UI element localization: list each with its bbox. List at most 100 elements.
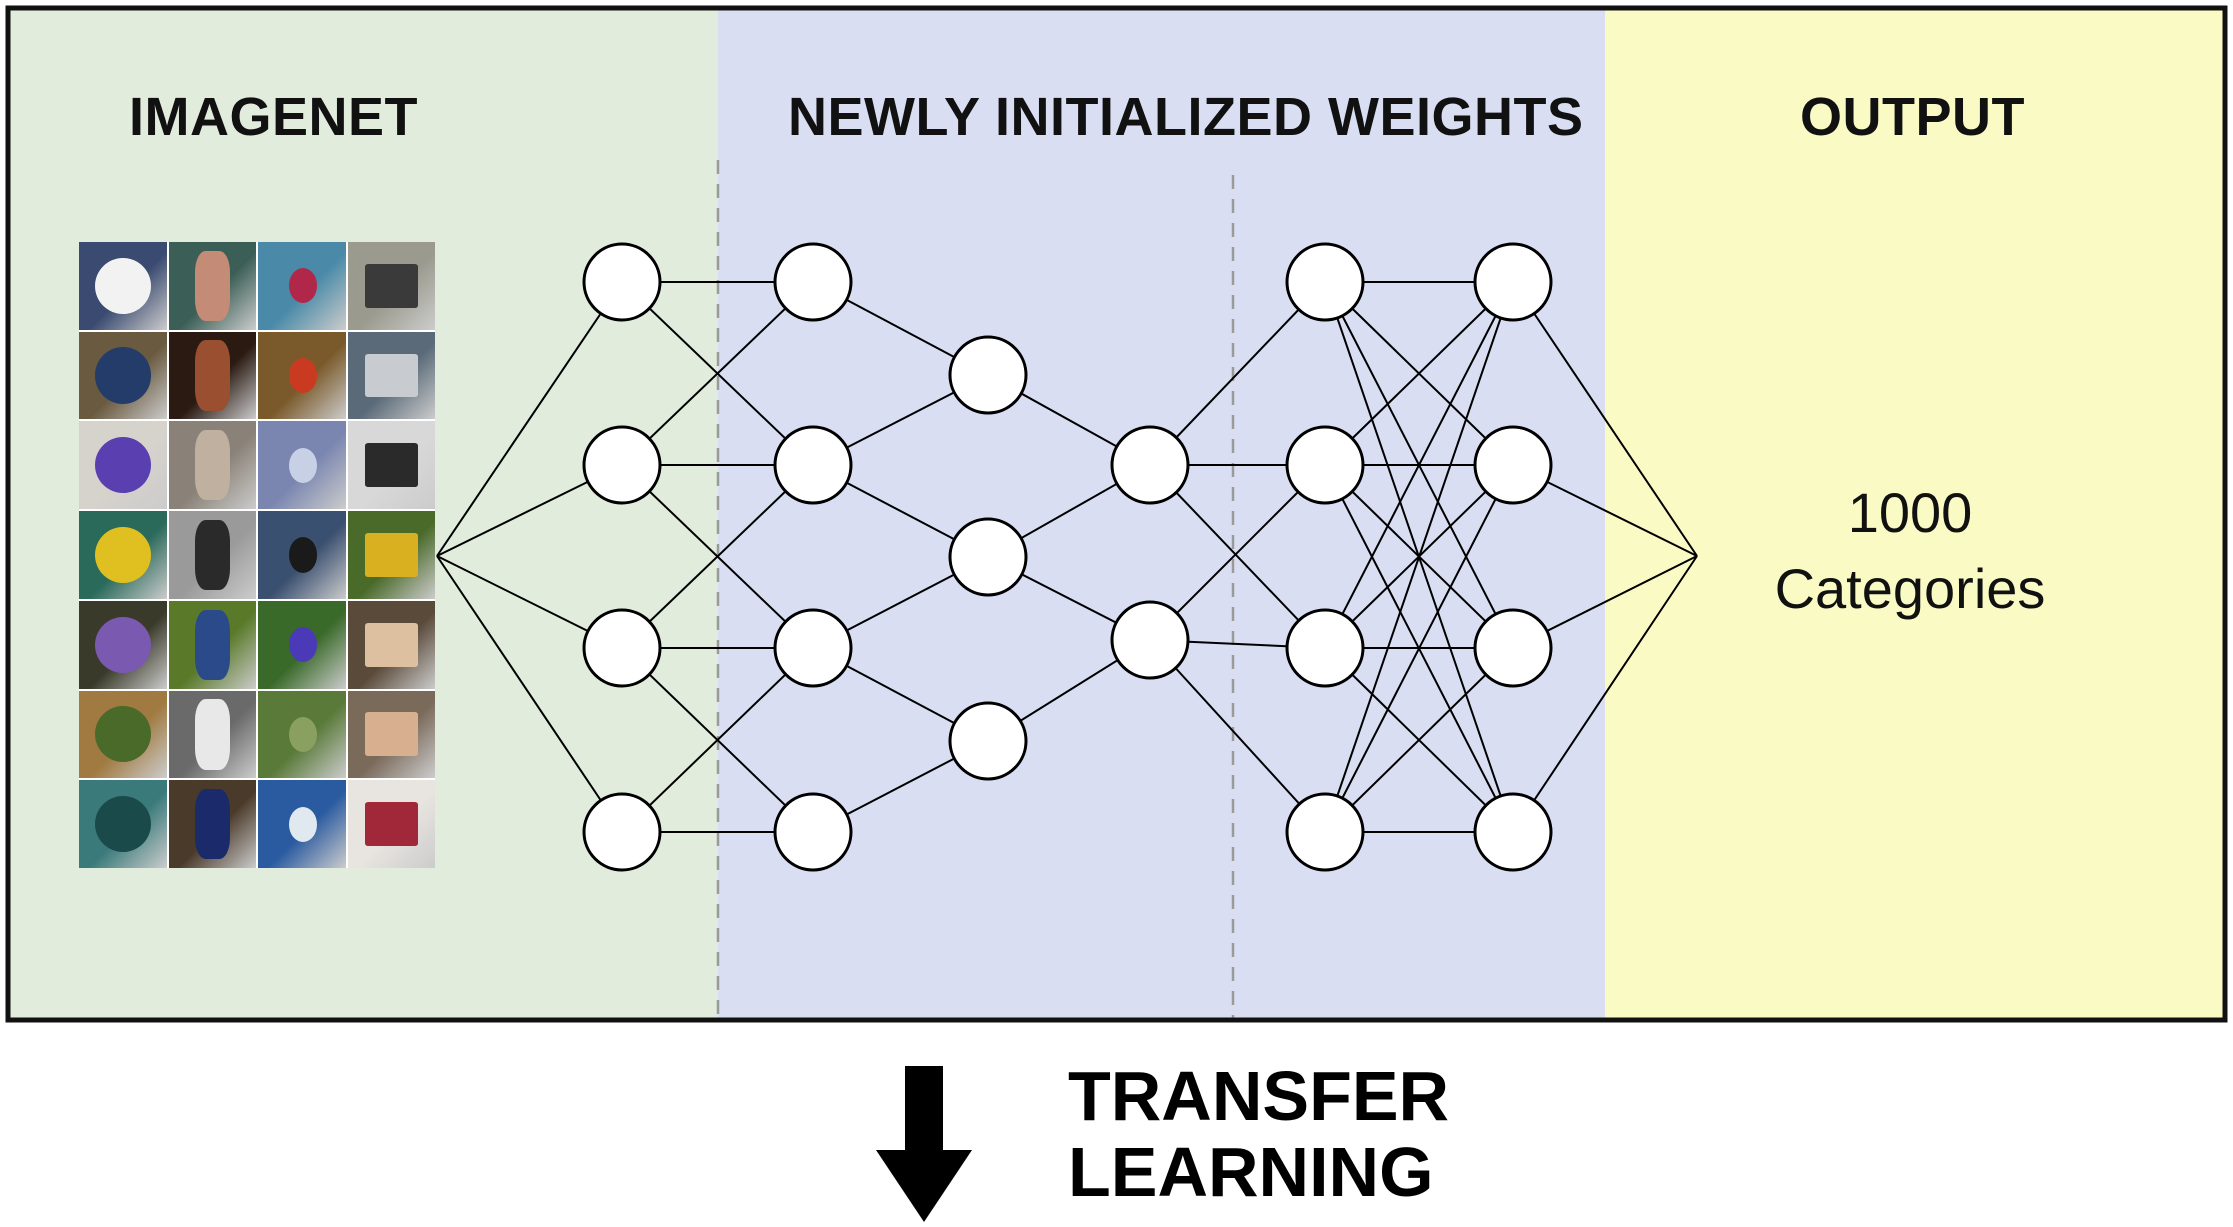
thumbnail-subject <box>365 263 418 308</box>
imagenet-sample-thumbnail <box>79 421 167 510</box>
thumbnail-subject <box>194 430 230 501</box>
network-connection <box>621 281 814 466</box>
imagenet-sample-thumbnail <box>258 242 346 330</box>
thumbnail-subject <box>365 622 418 667</box>
output-category-unit: Categories <box>1774 557 2046 620</box>
imagenet-sample-thumbnail <box>258 690 346 779</box>
thumbnail-subject <box>365 802 418 847</box>
imagenet-sample-thumbnail <box>79 511 167 599</box>
neuron-node <box>948 701 1028 781</box>
neuron-node <box>1110 425 1190 505</box>
neuron-node <box>948 335 1028 415</box>
thumbnail-subject <box>94 347 151 404</box>
thumbnail-subject <box>288 716 317 752</box>
imagenet-sample-thumbnail <box>79 242 167 330</box>
neuron-node <box>1473 792 1553 872</box>
neuron-node <box>773 242 853 322</box>
imagenet-sample-thumbnail <box>79 331 167 420</box>
network-connection <box>1149 639 1326 833</box>
neuron-node <box>582 425 662 505</box>
imagenet-sample-thumbnail <box>168 511 256 599</box>
imagenet-sample-thumbnail <box>168 421 256 510</box>
thumbnail-subject <box>194 609 230 680</box>
thumbnail-subject <box>94 526 151 584</box>
imagenet-sample-thumbnail <box>347 780 435 868</box>
output-connection <box>1512 281 1698 557</box>
output-title: OUTPUT <box>1800 87 2025 147</box>
thumbnail-subject <box>94 257 151 314</box>
thumbnail-subject <box>288 358 317 394</box>
imagenet-sample-thumbnail <box>347 331 435 420</box>
thumbnail-subject <box>194 699 230 770</box>
thumbnail-subject <box>94 437 151 494</box>
imagenet-sample-thumbnail <box>258 600 346 689</box>
imagenet-sample-grid <box>79 242 435 868</box>
neuron-node <box>773 608 853 688</box>
neuron-node <box>582 608 662 688</box>
neuron-node <box>582 242 662 322</box>
neuron-node <box>582 792 662 872</box>
thumbnail-subject <box>194 519 230 591</box>
network-connection <box>1324 281 1514 833</box>
imagenet-sample-thumbnail <box>347 690 435 779</box>
transfer-learning-label: TRANSFER LEARNING <box>1068 1058 1449 1210</box>
weights-panel <box>718 8 1605 1020</box>
network-connection <box>1324 647 1514 833</box>
thumbnail-subject <box>365 712 418 757</box>
neuron-node <box>1473 425 1553 505</box>
imagenet-sample-thumbnail <box>347 600 435 689</box>
network-connection <box>1149 464 1326 641</box>
output-connection <box>1512 555 1698 833</box>
imagenet-sample-thumbnail <box>258 421 346 510</box>
imagenet-sample-thumbnail <box>79 690 167 779</box>
thumbnail-subject <box>365 533 418 577</box>
imagenet-title: IMAGENET <box>129 87 419 147</box>
diagram-border <box>5 5 2228 1023</box>
imagenet-sample-thumbnail <box>347 511 435 599</box>
imagenet-sample-thumbnail <box>168 242 256 330</box>
network-connection <box>1149 281 1326 466</box>
thumbnail-subject <box>94 616 151 673</box>
imagenet-sample-thumbnail <box>347 242 435 330</box>
network-connection <box>621 647 814 833</box>
thumbnail-subject <box>194 340 230 411</box>
newly-initialized-weights-title: NEWLY INITIALIZED WEIGHTS <box>788 87 1584 147</box>
imagenet-sample-thumbnail <box>258 780 346 868</box>
neuron-node <box>1473 242 1553 322</box>
neuron-node <box>1285 792 1365 872</box>
thumbnail-subject <box>288 627 317 663</box>
thumbnail-subject <box>288 268 317 304</box>
network-connection <box>621 464 814 649</box>
output-category-count: 1000 <box>1847 481 1973 544</box>
imagenet-sample-thumbnail <box>168 780 256 868</box>
neuron-node <box>1285 242 1365 322</box>
thumbnail-subject <box>288 447 317 483</box>
transfer-label-line2: LEARNING <box>1068 1133 1434 1211</box>
thumbnail-subject <box>365 443 418 488</box>
imagenet-sample-thumbnail <box>79 600 167 689</box>
neuron-node <box>773 792 853 872</box>
imagenet-sample-thumbnail <box>258 331 346 420</box>
thumbnail-subject <box>288 537 317 573</box>
thumbnail-subject <box>94 706 151 763</box>
neuron-node <box>1285 608 1365 688</box>
thumbnail-subject <box>194 789 230 860</box>
neuron-node <box>1285 425 1365 505</box>
network-connection <box>1149 464 1326 649</box>
neuron-node <box>948 517 1028 597</box>
imagenet-sample-thumbnail <box>168 331 256 420</box>
network-connection <box>1324 464 1514 833</box>
thumbnail-subject <box>94 796 151 853</box>
down-arrow-icon <box>876 1066 972 1222</box>
thumbnail-subject <box>288 806 317 842</box>
imagenet-sample-thumbnail <box>168 690 256 779</box>
imagenet-sample-thumbnail <box>79 780 167 868</box>
network-connection <box>1324 281 1514 649</box>
input-connection <box>436 555 623 833</box>
input-connection <box>436 281 623 557</box>
neuron-node <box>1110 600 1190 680</box>
network-nodes <box>582 242 1553 872</box>
output-panel <box>1605 8 2225 1020</box>
imagenet-sample-thumbnail <box>258 511 346 599</box>
